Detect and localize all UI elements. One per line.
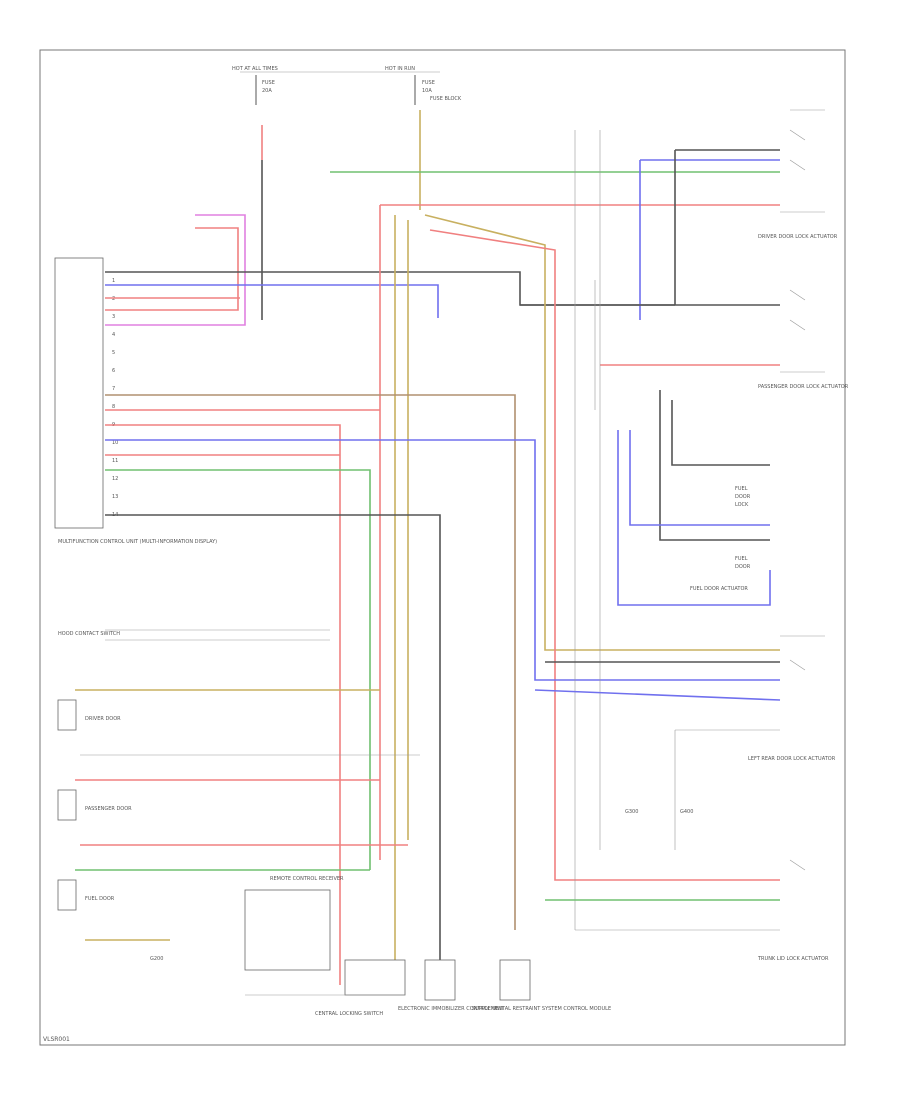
left-rear-label: LEFT REAR DOOR LOCK ACTUATOR [748,756,836,762]
svg-text:DOOR: DOOR [735,564,751,570]
hood-switch-label: HOOD CONTACT SWITCH [58,631,120,637]
svg-text:7: 7 [112,386,115,392]
wire-dark-top [105,271,675,306]
svg-text:FUEL: FUEL [735,486,748,492]
footer-code: VLSR001 [43,1036,70,1043]
remote-label: REMOTE CONTROL RECEIVER [270,876,344,882]
svg-text:5: 5 [112,350,115,356]
svg-text:11: 11 [112,458,118,464]
svg-text:3: 3 [112,314,115,320]
driver-lock-label: DRIVER DOOR LOCK ACTUATOR [758,234,838,240]
wire-red-mid2 [105,424,341,985]
svg-text:13: 13 [112,494,118,500]
svg-text:8: 8 [112,404,115,410]
svg-text:DOOR: DOOR [735,494,751,500]
svg-text:10: 10 [112,440,118,446]
wire-red-vert-4 [429,229,780,881]
wire-blue-top [105,284,439,318]
electronic-label: ELECTRONIC IMMOBILIZER CONTROL UNIT [398,1006,505,1012]
passenger-lock-label: PASSENGER DOOR LOCK ACTUATOR [758,384,849,390]
central-locking-switch: CENTRAL LOCKING SWITCH REMOTE CONTROL RE… [244,876,406,1017]
wire-blue-mid [105,439,780,681]
driver-door-lower: DRIVER DOOR [57,689,420,756]
wire-dark-low [105,514,441,960]
fuel-door-group: FUEL DOOR LOCK FUEL DOOR FUEL DOOR ACTUA… [617,390,771,606]
wire-yellow-vert-3 [424,214,780,651]
svg-text:1: 1 [112,278,115,284]
svg-text:20A: 20A [262,88,272,94]
svg-text:FUEL: FUEL [735,556,748,562]
multifunction-module: MULTIFUNCTION CONTROL UNIT (MULTI-INFORM… [54,257,217,545]
wire-brown-mid [105,394,516,930]
svg-text:FUSE BLOCK: FUSE BLOCK [430,96,462,102]
svg-text:LOCK: LOCK [735,502,749,508]
module-label: MULTIFUNCTION CONTROL UNIT (MULTI-INFORM… [58,539,217,545]
fuse-label-right: HOT IN RUN [385,66,415,72]
svg-text:6: 6 [112,368,115,374]
ground-g200: G200 [150,956,163,962]
trunk-lock-group: TRUNK LID LOCK ACTUATOR [545,859,829,962]
svg-text:FUSE: FUSE [262,80,275,86]
svg-text:2: 2 [112,296,115,302]
svg-text:FUEL DOOR: FUEL DOOR [85,896,115,902]
passenger-door-lower: PASSENGER DOOR [57,779,408,846]
svg-text:4: 4 [112,332,115,338]
svg-text:PASSENGER DOOR: PASSENGER DOOR [85,806,132,812]
svg-text:DRIVER DOOR: DRIVER DOOR [85,716,121,722]
fuse-label-left: HOT AT ALL TIMES [232,66,278,72]
svg-text:12: 12 [112,476,118,482]
supplemental-label: SUPPLEMENTAL RESTRAINT SYSTEM CONTROL MO… [472,1006,611,1012]
ground-g300: G300 [625,809,638,815]
right-top-switch: DRIVER DOOR LOCK ACTUATOR [330,109,838,320]
svg-text:10A: 10A [422,88,432,94]
right-low-switch: LEFT REAR DOOR LOCK ACTUATOR G300 G400 [534,635,836,850]
ground-g400: G400 [680,809,693,815]
diagram-border [39,49,846,1046]
wire-pink-1 [105,214,246,326]
fuel-door-lower: FUEL DOOR G200 [57,869,370,962]
central-lock-label: CENTRAL LOCKING SWITCH [315,1011,383,1017]
fuse-block-top: HOT AT ALL TIMES HOT IN RUN FUSE 20A FUS… [232,66,462,105]
svg-text:FUSE: FUSE [422,80,435,86]
electronic-immobilizer: ELECTRONIC IMMOBILIZER CONTROL UNIT [398,959,505,1012]
wire-pink-2 [105,227,239,311]
supplemental-restraint: SUPPLEMENTAL RESTRAINT SYSTEM CONTROL MO… [472,959,611,1012]
fuel-door-label: FUEL DOOR ACTUATOR [690,586,748,592]
hood-switch-group: HOOD CONTACT SWITCH [58,629,330,641]
wire-green-low [105,469,371,870]
trunk-lock-label: TRUNK LID LOCK ACTUATOR [757,956,829,962]
right-mid-switch: PASSENGER DOOR LOCK ACTUATOR [520,289,849,390]
